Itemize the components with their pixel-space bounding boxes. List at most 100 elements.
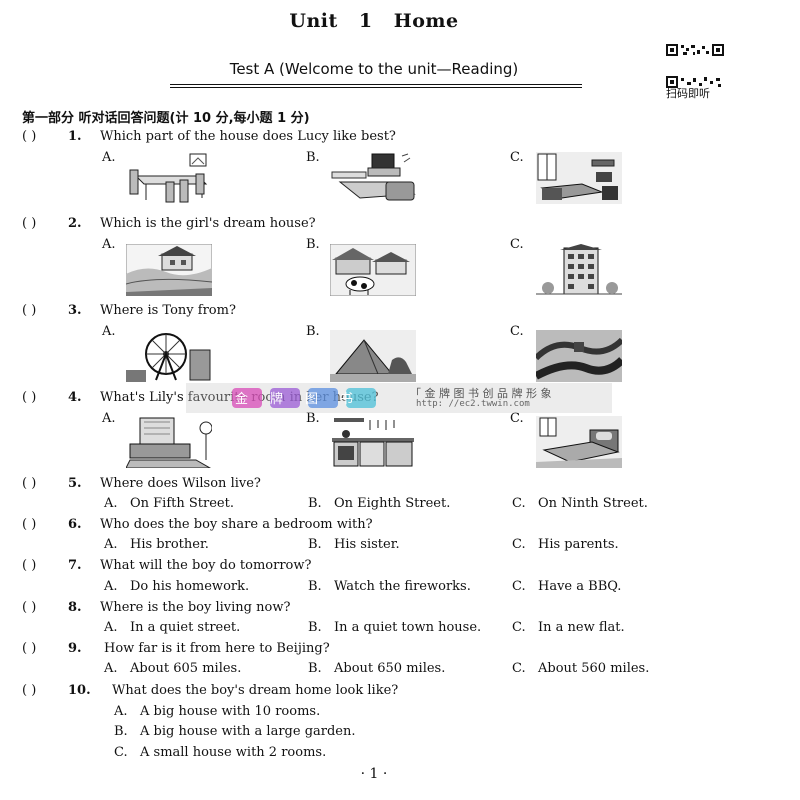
question-text: Where is the boy living now?	[100, 600, 291, 615]
option-letter: A.	[104, 579, 118, 594]
question-number: 7.	[68, 558, 82, 573]
option-text[interactable]: In a quiet street.	[130, 620, 241, 635]
option-letter: C.	[512, 537, 526, 552]
option-letter: B.	[306, 237, 320, 252]
question-number: 2.	[68, 216, 82, 231]
option-text[interactable]: About 650 miles.	[334, 661, 446, 676]
answer-bracket[interactable]: ( )	[22, 476, 37, 491]
option-text[interactable]: About 560 miles.	[538, 661, 650, 676]
question-number: 6.	[68, 517, 82, 532]
option-letter: B.	[114, 724, 128, 739]
question-text: What will the boy do tomorrow?	[100, 558, 312, 573]
test-title: Test A (Welcome to the unit—Reading)	[229, 60, 519, 78]
option-letter: C.	[510, 150, 524, 165]
option-letter: C.	[510, 237, 524, 252]
publisher-logo-text: 金牌图书	[235, 391, 375, 407]
answer-bracket[interactable]: ( )	[22, 216, 37, 231]
option-text[interactable]: His sister.	[334, 537, 400, 552]
option-text[interactable]: Watch the fireworks.	[334, 579, 471, 594]
qr-caption: 扫码即听	[666, 87, 710, 100]
option-letter: B.	[306, 150, 320, 165]
option-text[interactable]: In a new flat.	[538, 620, 625, 635]
question-number: 1.	[68, 129, 82, 144]
qr-code[interactable]	[666, 44, 724, 88]
answer-bracket[interactable]: ( )	[22, 390, 37, 405]
option-letter: B.	[308, 579, 322, 594]
title-underline	[170, 84, 582, 85]
question-number: 10.	[68, 683, 91, 698]
option-letter: C.	[512, 620, 526, 635]
question-text: Which part of the house does Lucy like b…	[100, 129, 396, 144]
living-room-sofa-picture[interactable]	[126, 416, 212, 468]
option-letter: C.	[114, 745, 128, 760]
farmhouse-with-cow-picture[interactable]	[330, 244, 416, 296]
living-room-picture[interactable]	[330, 152, 416, 204]
option-letter: A.	[104, 496, 118, 511]
option-letter: A.	[104, 661, 118, 676]
option-letter: B.	[308, 661, 322, 676]
option-text[interactable]: In a quiet town house.	[334, 620, 482, 635]
option-letter: A.	[114, 704, 128, 719]
option-letter: B.	[306, 411, 320, 426]
publisher-watermark: 金牌图书 「 金 牌 图 书 创 品 牌 形 象 http: //ec2.tww…	[186, 383, 612, 413]
option-letter: A.	[102, 411, 116, 426]
option-letter: B.	[308, 620, 322, 635]
question-number: 3.	[68, 303, 82, 318]
great-wall-picture[interactable]	[536, 330, 622, 382]
dining-room-picture[interactable]	[126, 152, 212, 204]
question-text: Who does the boy share a bedroom with?	[100, 517, 373, 532]
option-text[interactable]: On Ninth Street.	[538, 496, 648, 511]
pyramid-sphinx-picture[interactable]	[330, 330, 416, 382]
option-letter: A.	[102, 150, 116, 165]
countryside-house-picture[interactable]	[126, 244, 212, 296]
answer-bracket[interactable]: ( )	[22, 683, 37, 698]
option-letter: B.	[306, 324, 320, 339]
option-letter: A.	[104, 537, 118, 552]
question-number: 5.	[68, 476, 82, 491]
answer-bracket[interactable]: ( )	[22, 517, 37, 532]
watermark-url: http: //ec2.twwin.com	[416, 399, 530, 409]
answer-bracket[interactable]: ( )	[22, 600, 37, 615]
answer-bracket[interactable]: ( )	[22, 641, 37, 656]
london-eye-picture[interactable]	[126, 330, 212, 382]
question-text: What does the boy's dream home look like…	[112, 683, 399, 698]
kitchen-picture[interactable]	[330, 416, 416, 468]
option-text[interactable]: A big house with 10 rooms.	[140, 704, 321, 719]
answer-bracket[interactable]: ( )	[22, 558, 37, 573]
qr-code-icon	[666, 76, 721, 88]
option-text[interactable]: His brother.	[130, 537, 209, 552]
bedroom-bed-picture[interactable]	[536, 416, 622, 468]
answer-bracket[interactable]: ( )	[22, 303, 37, 318]
option-text[interactable]: His parents.	[538, 537, 619, 552]
option-letter: B.	[308, 537, 322, 552]
option-letter: C.	[512, 661, 526, 676]
option-letter: C.	[512, 496, 526, 511]
question-number: 8.	[68, 600, 82, 615]
option-letter: C.	[512, 579, 526, 594]
option-text[interactable]: A small house with 2 rooms.	[140, 745, 327, 760]
page-number: · 1 ·	[360, 766, 388, 782]
option-text[interactable]: Do his homework.	[130, 579, 250, 594]
question-text: Which is the girl's dream house?	[100, 216, 316, 231]
title-underline-double	[170, 87, 582, 88]
option-letter: A.	[102, 237, 116, 252]
answer-bracket[interactable]: ( )	[22, 129, 37, 144]
unit-title: Unit 1 Home	[289, 10, 459, 32]
option-letter: C.	[510, 411, 524, 426]
option-text[interactable]: Have a BBQ.	[538, 579, 622, 594]
publisher-logo: 金牌图书	[232, 388, 376, 408]
question-text: Where does Wilson live?	[100, 476, 261, 491]
apartment-building-picture[interactable]	[536, 244, 622, 296]
option-letter: C.	[510, 324, 524, 339]
option-text[interactable]: On Eighth Street.	[334, 496, 451, 511]
option-text[interactable]: A big house with a large garden.	[140, 724, 356, 739]
option-letter: A.	[102, 324, 116, 339]
option-text[interactable]: On Fifth Street.	[130, 496, 234, 511]
section-heading: 第一部分 听对话回答问题(计 10 分,每小题 1 分)	[22, 111, 310, 126]
option-text[interactable]: About 605 miles.	[130, 661, 242, 676]
question-text: How far is it from here to Beijing?	[104, 641, 330, 656]
watermark-slogan: 「 金 牌 图 书 创 品 牌 形 象	[410, 387, 552, 400]
option-letter: B.	[308, 496, 322, 511]
bedroom-picture[interactable]	[536, 152, 622, 204]
question-number: 9.	[68, 641, 82, 656]
